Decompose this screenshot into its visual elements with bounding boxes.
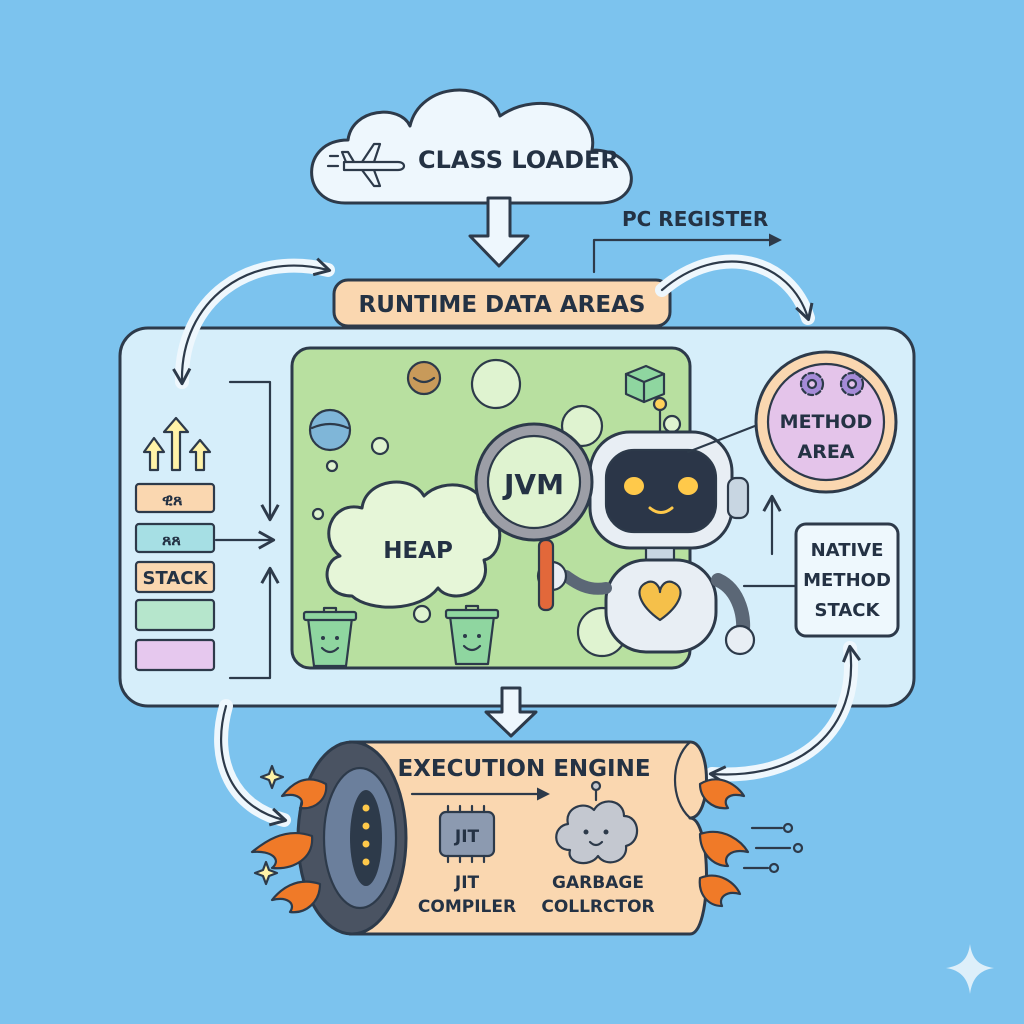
heap-cloud: [325, 480, 502, 609]
cube-icon: [624, 364, 666, 404]
sparkle-icon: [946, 944, 994, 994]
pc-register-connector: PC REGISTER: [592, 207, 782, 274]
chip-icon: JIT: [438, 804, 496, 864]
sparkle-icon: [253, 764, 285, 886]
runtime-data-areas-banner: RUNTIME DATA AREAS: [332, 278, 672, 328]
arrow-icon: [655, 254, 815, 325]
dust-cloud-icon: [555, 780, 639, 865]
stack-column: ዊጸ ጸጸ STACK: [134, 416, 276, 672]
stack-frame: [134, 482, 216, 514]
pc-register-label: PC REGISTER: [622, 207, 768, 231]
native-method-stack-line2: METHOD: [803, 570, 891, 591]
object-icon: [406, 360, 442, 396]
jvm-label: JVM: [502, 468, 564, 501]
runtime-data-areas-title: RUNTIME DATA AREAS: [359, 292, 646, 318]
stack-frame: [134, 598, 216, 632]
class-loader-cloud: CLASS LOADER: [310, 88, 633, 205]
gear-icon: [839, 371, 865, 397]
airplane-icon: [326, 142, 406, 188]
jit-chip-label: JIT: [454, 827, 480, 847]
stack-frame: [134, 522, 216, 554]
arrow-icon: [484, 686, 538, 738]
arrow-icon: [468, 196, 530, 268]
native-method-stack: NATIVE METHOD STACK: [742, 494, 900, 638]
class-loader-label: CLASS LOADER: [418, 146, 619, 174]
arrow-icon: [214, 699, 291, 827]
method-area-label-line2: AREA: [797, 441, 854, 463]
native-method-stack-line3: STACK: [815, 600, 881, 621]
heap-label: HEAP: [383, 538, 453, 564]
native-method-stack-line1: NATIVE: [811, 540, 884, 561]
arrow-icon: [142, 416, 212, 472]
svg-text:ዊጸ: ዊጸ: [162, 490, 183, 509]
engine-wheel: [296, 740, 408, 936]
stack-frame: [134, 560, 216, 594]
execution-engine: EXECUTION ENGINE JIT JIT COMPILER GARBAG…: [296, 740, 708, 936]
flame-icon: [250, 778, 750, 914]
magnifier-icon: JVM: [474, 422, 594, 612]
jit-compiler-line1: JIT: [454, 873, 480, 893]
trash-can-icon: [302, 606, 358, 668]
motion-lines: [742, 822, 804, 874]
trash-can-icon: [444, 604, 500, 666]
jit-compiler-line2: COMPILER: [418, 897, 516, 917]
stack-label: STACK: [143, 568, 209, 589]
svg-text:ጸጸ: ጸጸ: [162, 530, 181, 549]
garbage-collector-line1: GARBAGE: [552, 873, 644, 893]
object-icon: [308, 408, 352, 452]
gear-icon: [799, 371, 825, 397]
stack-frame: [134, 638, 216, 672]
method-area: METHOD AREA: [686, 350, 898, 494]
garbage-collector-line2: COLLRCTOR: [541, 897, 654, 917]
method-area-label-line1: METHOD: [780, 411, 873, 433]
execution-engine-title: EXECUTION ENGINE: [397, 756, 650, 782]
